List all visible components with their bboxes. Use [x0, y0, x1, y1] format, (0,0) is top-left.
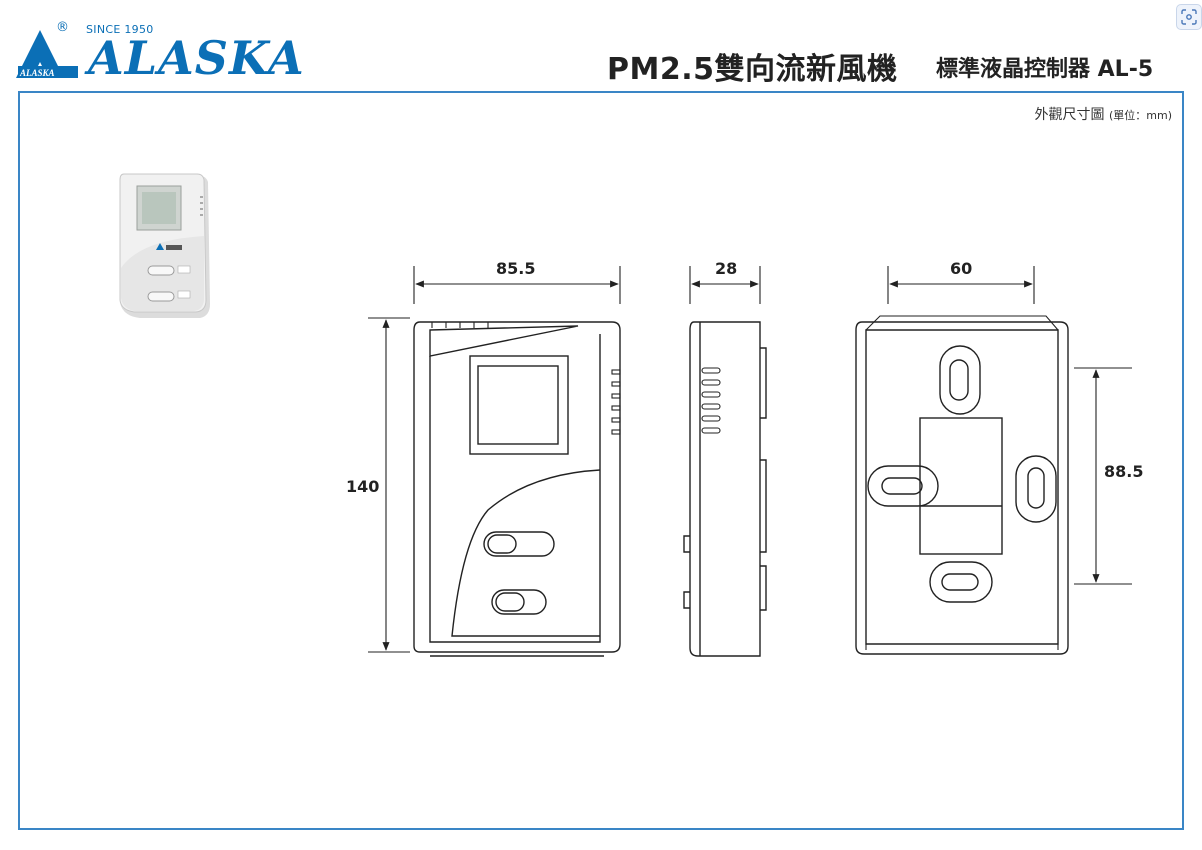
scan-icon: [1181, 9, 1197, 25]
dim-side-depth: 28: [715, 259, 738, 278]
dim-back-hole-spacing-v: 88.5: [1104, 462, 1144, 481]
caption-main: 外觀尺寸圖: [1034, 107, 1105, 123]
dim-height: 140: [346, 477, 380, 496]
dim-back-hole-spacing-h: 60: [950, 259, 973, 278]
page-subtitle: 標準液晶控制器 AL-5: [936, 57, 1154, 82]
drawing-frame: [18, 91, 1184, 830]
side-view: [683, 321, 767, 657]
svg-text:ALASKA: ALASKA: [19, 68, 55, 78]
dimension-lines: [368, 266, 1132, 653]
caption-unit: (單位：mm): [1108, 109, 1172, 122]
brand-name: ALASKA: [88, 31, 305, 85]
back-view: [855, 315, 1069, 655]
logo-mountain-icon: ALASKA: [16, 30, 78, 78]
product-photo: [119, 173, 210, 318]
front-view: [413, 321, 621, 657]
page-title: PM2.5雙向流新風機: [607, 52, 898, 87]
since-label: SINCE 1950: [86, 23, 154, 36]
scan-icon-button[interactable]: [1176, 4, 1202, 30]
dim-front-width: 85.5: [496, 259, 536, 278]
registered-mark: ®: [56, 20, 69, 35]
drawing-caption: 外觀尺寸圖 (單位：mm): [1035, 104, 1172, 124]
